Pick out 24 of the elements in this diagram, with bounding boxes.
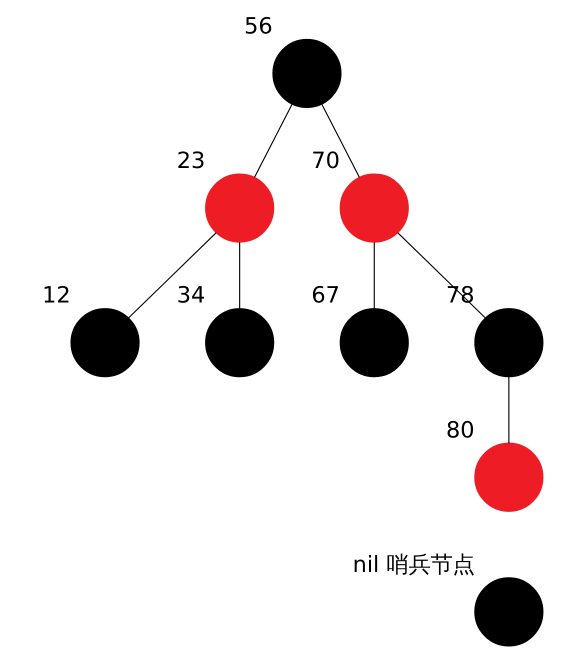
node-label: 34: [176, 282, 206, 309]
node-circle: [70, 308, 140, 378]
node-circle: [205, 173, 274, 243]
node-label: 80: [446, 417, 475, 444]
node-circle: [474, 308, 544, 378]
node-circle: [474, 442, 544, 512]
node-label: 70: [311, 148, 340, 174]
node-label: 12: [42, 282, 71, 309]
node-circle: [474, 577, 544, 646]
node-label: nil 哨兵节点: [352, 552, 474, 578]
node-circle: [340, 173, 409, 243]
connector: [128, 232, 217, 319]
connector: [508, 376, 510, 444]
node-circle: [272, 38, 342, 108]
node-circle: [340, 308, 409, 378]
connector: [321, 104, 360, 178]
connector: [254, 104, 293, 178]
connector: [397, 232, 486, 319]
node-label: 23: [176, 148, 206, 174]
connector: [239, 242, 240, 309]
node-label: 56: [244, 13, 273, 40]
node-circle: [205, 308, 274, 378]
connector: [374, 242, 375, 309]
node-label: 67: [311, 282, 340, 309]
